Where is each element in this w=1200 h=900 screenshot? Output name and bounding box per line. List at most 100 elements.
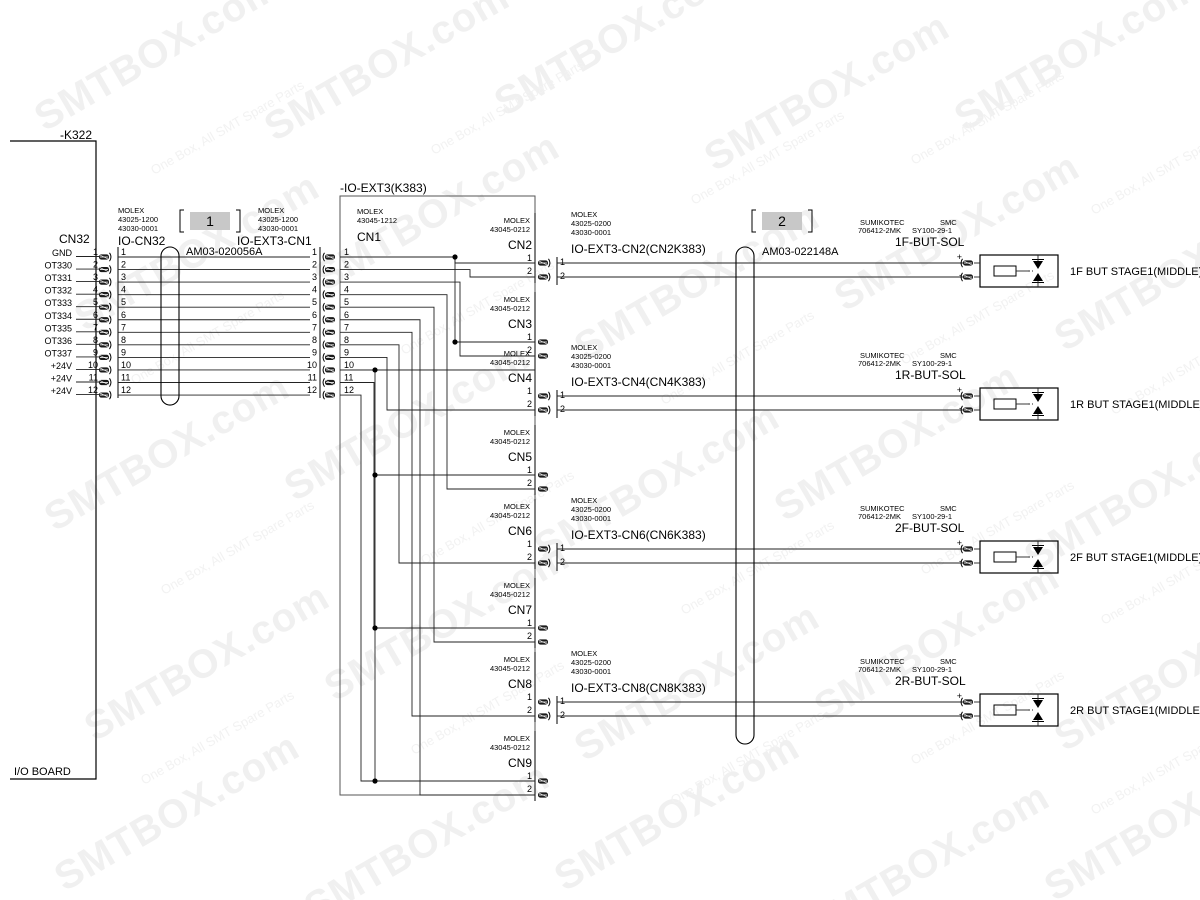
route-wire	[340, 319, 535, 796]
io-board-outline	[10, 140, 97, 780]
ioext3cn1-pin-number: 9	[312, 347, 317, 357]
cn2-cn9-connectors-group: MOLEX43045-0212CN212MOLEX43045-0212CN312…	[490, 213, 551, 801]
device-label: 1R BUT STAGE1(MIDDLE)	[1070, 399, 1200, 411]
solenoid-coil-icon	[993, 551, 1017, 563]
cn32-pin-number: 9	[93, 347, 98, 357]
junction-dot	[372, 472, 378, 478]
connector-pin-number: 2	[527, 345, 532, 355]
io-cn32-pin-number: 1	[121, 247, 126, 257]
cable-pin-number: 2	[560, 710, 565, 720]
solenoid-vendor: SUMIKOTEC	[860, 351, 905, 360]
connector-molex-label: MOLEX	[504, 216, 530, 225]
terminal-minus-label: -	[959, 403, 962, 413]
connector-molex-part: 43045-0212	[490, 664, 530, 673]
cn32-pin-icon	[99, 290, 112, 300]
cable-tag-number: 2	[778, 213, 786, 229]
solenoid-maker-part: SY100-29-1	[912, 359, 952, 368]
connector-pin-number: 2	[527, 478, 532, 488]
cable-molex-part1: 43025-0200	[571, 505, 611, 514]
internal-wire-routing-group	[340, 254, 535, 796]
connector-molex-label: MOLEX	[504, 295, 530, 304]
connector-pin-number: 1	[527, 692, 532, 702]
connector-molex-part: 43045-0212	[490, 511, 530, 520]
connector-title: CN8	[508, 677, 532, 691]
io-ext3-box-outline	[339, 195, 536, 796]
solenoid-name: 2F-BUT-SOL	[895, 521, 965, 535]
solenoid-name: 2R-BUT-SOL	[895, 674, 966, 688]
connector-molex-part: 43045-0212	[490, 225, 530, 234]
cn1-pin-number: 2	[344, 260, 349, 270]
cn32-pin-number: 10	[88, 360, 98, 370]
cable-tag-bracket-right	[808, 209, 813, 233]
route-wire	[340, 269, 535, 278]
connector-pin-icon	[538, 339, 548, 345]
ioext3cn1-pin-icon	[322, 378, 335, 387]
connector-pin-number: 1	[527, 618, 532, 628]
ioext3cn1-pin-icon	[322, 327, 335, 337]
cable-molex-part1: 43025-0200	[571, 658, 611, 667]
solenoid-vendor: SUMIKOTEC	[860, 657, 905, 666]
cable-pin-number: 1	[560, 390, 565, 400]
io-ext3-box-group: -IO-EXT3(K383)	[339, 181, 536, 796]
cn32-pin-number: 4	[93, 285, 98, 295]
cn32-pin-icon	[99, 390, 112, 400]
cable-molex-label: MOLEX	[571, 210, 597, 219]
route-wire	[340, 256, 535, 264]
cable-connector-name: IO-EXT3-CN4(CN4K383)	[571, 375, 706, 389]
diode-icon	[1033, 273, 1043, 281]
cable-molex-part2: 43030-0001	[571, 514, 611, 523]
solenoid-maker: SMC	[940, 504, 957, 513]
cn1-pin-number: 6	[344, 310, 349, 320]
diode-icon	[1033, 700, 1043, 708]
solenoid-coil-icon	[993, 398, 1017, 410]
connector-pin-icon	[538, 625, 548, 631]
cn1-pin-number: 11	[344, 373, 353, 383]
terminal-minus-label: -	[959, 270, 962, 280]
cn1-pin-number: 3	[344, 272, 349, 282]
io-cn32-pin-number: 3	[121, 272, 126, 282]
cn1-pin-number: 10	[344, 360, 354, 370]
solenoid-group: SUMIKOTEC706412-2MKSMCSY100-29-11F-BUT-S…	[858, 218, 1200, 727]
cable-tag-number: 1	[206, 213, 214, 229]
cn32-pin-icon	[99, 340, 112, 350]
solenoid-terminal-icon	[960, 405, 973, 415]
connector-pin-number: 1	[527, 771, 532, 781]
cn32-signal-label: OT337	[44, 348, 72, 358]
ioext3cn1-pin-number: 5	[312, 297, 317, 307]
cn1-pin-number: 1	[344, 247, 349, 257]
cn32-pin-icon	[99, 315, 112, 325]
ioext3cn1-pin-number: 3	[312, 272, 317, 282]
connector-pin-icon	[538, 405, 551, 415]
ioext3cn1-pin-icon	[322, 365, 335, 375]
solenoid-terminal-icon	[960, 711, 973, 721]
ioext3cn1-molex-part2: 43030-0001	[258, 224, 298, 233]
cn1-pin-number: 9	[344, 347, 349, 357]
cable-2-part-number: AM03-022148A	[762, 246, 839, 258]
cn1-pin-number: 8	[344, 335, 349, 345]
solenoid-coil-icon	[993, 704, 1017, 716]
io-ext3-box-label: -IO-EXT3(K383)	[340, 181, 427, 195]
connector-pin-icon	[538, 258, 551, 268]
ioext3cn1-pin-number: 2	[312, 260, 317, 270]
connector-pin-icon	[538, 544, 551, 554]
ioext3cn1-pin-icon	[322, 340, 335, 350]
connector-pin-number: 2	[527, 705, 532, 715]
cn32-pin-number: 5	[93, 297, 98, 307]
cable-molex-part1: 43025-0200	[571, 352, 611, 361]
cn32-pin-number: 6	[93, 310, 98, 320]
io-cn32-pin-number: 7	[121, 322, 126, 332]
solenoid-maker: SMC	[940, 218, 957, 227]
connector-pin-icon	[538, 486, 548, 492]
connector-pin-icon	[538, 272, 551, 282]
solenoid-vendor: SUMIKOTEC	[860, 218, 905, 227]
cable-1-bundle	[160, 246, 180, 406]
connector-pin-number: 1	[527, 465, 532, 475]
cable-tag-bracket-right	[236, 209, 241, 233]
route-wire	[340, 344, 535, 564]
terminal-plus-label: +	[957, 252, 962, 262]
cable-molex-part2: 43030-0001	[571, 228, 611, 237]
connector-molex-part: 43045-0212	[490, 743, 530, 752]
